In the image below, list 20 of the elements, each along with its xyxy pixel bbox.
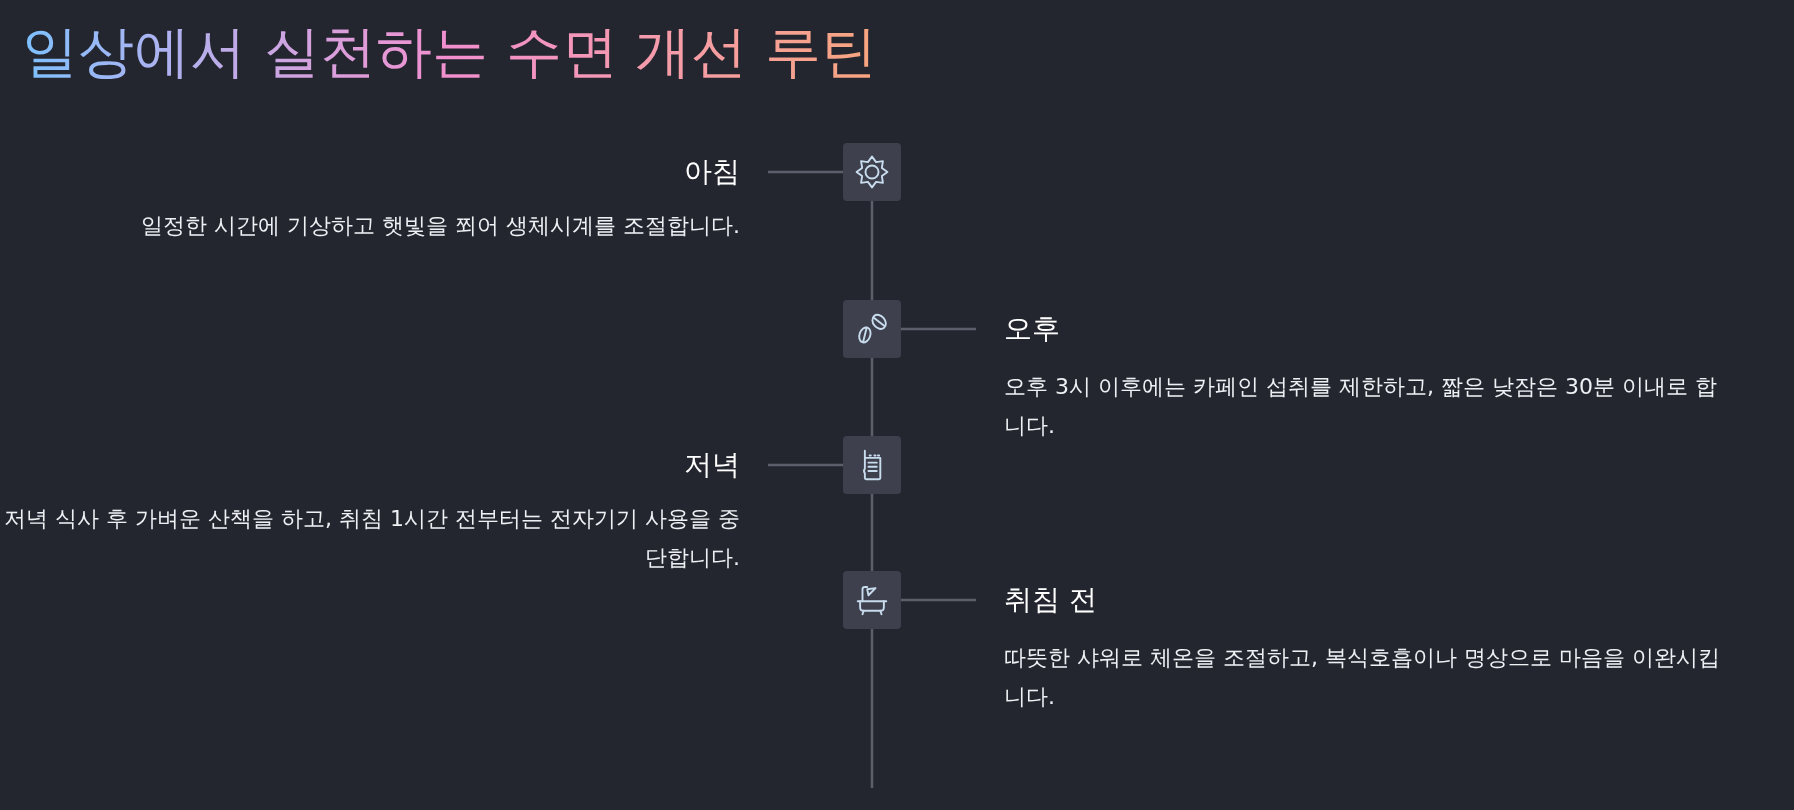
connector-line: [870, 494, 874, 571]
connector-line: [870, 201, 874, 300]
connector-line: [768, 170, 843, 174]
connector-line: [901, 598, 976, 602]
connector-line: [870, 629, 874, 788]
connector-line: [768, 463, 843, 467]
step-description: 저녁 식사 후 가벼운 산책을 하고, 취침 1시간 전부터는 전자기기 사용을 중단합니다.: [3, 505, 740, 572]
step-heading: 오후: [1004, 311, 1060, 347]
icon-tile: [843, 143, 901, 201]
step-heading: 아침: [684, 154, 740, 190]
icon-tile: [843, 436, 901, 494]
icon-tile: [843, 300, 901, 358]
connector-line: [870, 358, 874, 436]
step-description: 일정한 시간에 기상하고 햇빛을 쬐어 생체시계를 조절합니다.: [141, 212, 740, 240]
step-description: 따뜻한 샤워로 체온을 조절하고, 복식호흡이나 명상으로 마음을 이완시킵니다.: [1004, 644, 1721, 711]
step-heading: 저녁: [684, 447, 740, 483]
connector-line: [901, 327, 976, 331]
step-heading: 취침 전: [1004, 582, 1097, 618]
step-description: 오후 3시 이후에는 카페인 섭취를 제한하고, 짧은 낮잠은 30분 이내로 합니다.: [1004, 373, 1718, 440]
icon-tile: [843, 571, 901, 629]
